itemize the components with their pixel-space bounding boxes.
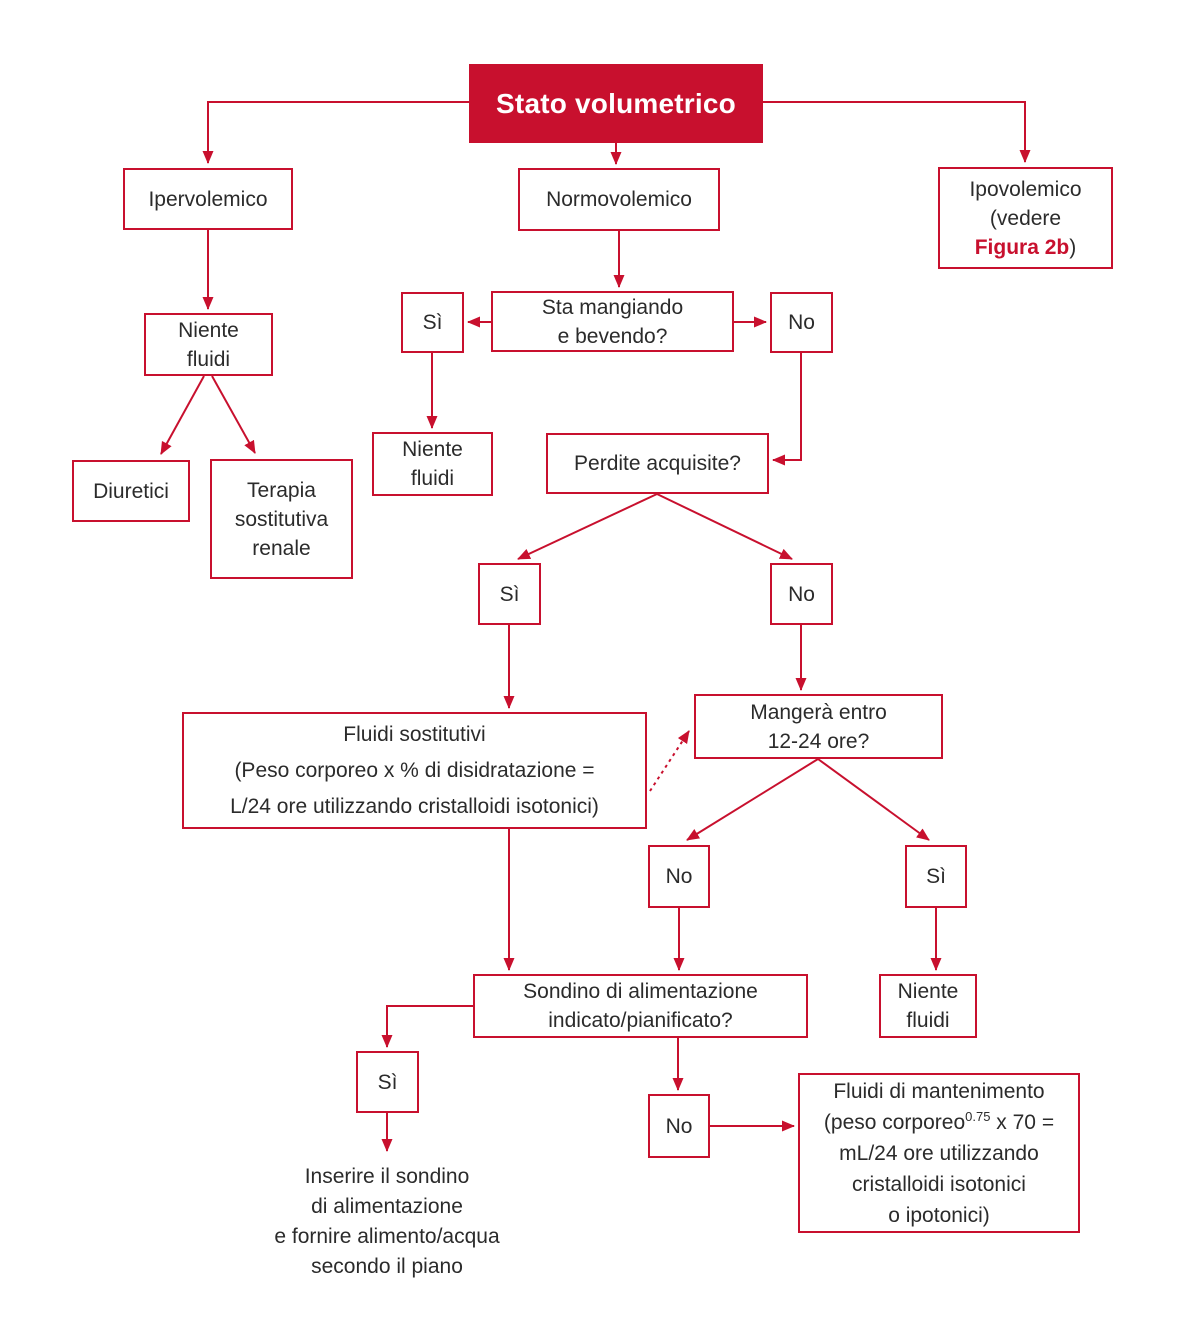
figure-2b-link[interactable]: Figura 2b — [974, 235, 1070, 259]
connector-mangera-to-no — [686, 758, 819, 841]
node-ipovolemico: Ipovolemico (vedere Figura 2b) — [938, 167, 1113, 269]
node-diuretici: Diuretici — [72, 460, 190, 522]
connector-perdite-to-no — [656, 493, 793, 560]
node-perdite-acquisite: Perdite acquisite? — [546, 433, 769, 494]
node-no-perdite: No — [770, 563, 833, 625]
node-niente-fluidi-2: Niente fluidi — [372, 432, 493, 496]
node-si-sondino: Sì — [356, 1051, 419, 1113]
connector-header-to-ipovolemico — [763, 101, 1031, 163]
connector-niente-fluidi-to-terapia — [211, 375, 256, 454]
node-fluidi-mantenimento: Fluidi di mantenimento (peso corporeo0.7… — [798, 1073, 1080, 1233]
connector-perdite-to-si — [517, 493, 658, 560]
node-fluidi-sostitutivi: Fluidi sostitutivi (Peso corporeo x % di… — [182, 712, 647, 829]
node-stato-volumetrico: Stato volumetrico — [469, 64, 763, 143]
node-niente-fluidi-3: Niente fluidi — [879, 974, 977, 1038]
note-inserire-sondino: Inserire il sondino di alimentazione e f… — [274, 1165, 500, 1278]
node-sta-mangiando: Sta mangiando e bevendo? — [491, 291, 734, 352]
node-ipervolemico: Ipervolemico — [123, 168, 293, 230]
fluidi-mantenimento-prefix: Fluidi di mantenimento (peso corporeo — [823, 1079, 1045, 1134]
node-si-mangiando: Sì — [401, 292, 464, 353]
connector-header-to-ipervolemico — [202, 101, 469, 164]
fluidi-mantenimento-suffix: x 70 = mL/24 ore utilizzando cristalloid… — [839, 1110, 1055, 1227]
fluidi-mantenimento-text: Fluidi di mantenimento (peso corporeo0.7… — [824, 1076, 1054, 1231]
node-no-sondino: No — [648, 1094, 710, 1158]
node-normovolemico: Normovolemico — [518, 168, 720, 231]
node-no-mangera: No — [648, 845, 710, 908]
node-niente-fluidi-1: Niente fluidi — [144, 313, 273, 376]
fluidi-mantenimento-exponent: 0.75 — [965, 1108, 991, 1124]
ipovolemico-suffix: ) — [1069, 235, 1077, 259]
connector-mangera-to-si — [817, 758, 930, 841]
node-mangera-entro: Mangerà entro 12-24 ore? — [694, 694, 943, 759]
node-terapia-sostitutiva-renale: Terapia sostitutiva renale — [210, 459, 353, 579]
connector-niente-fluidi-to-diuretici — [160, 375, 205, 455]
ipovolemico-text: Ipovolemico (vedere Figura 2b) — [969, 175, 1081, 262]
connector-no-to-perdite — [772, 353, 802, 466]
connector-fluidi-sostitutivi-to-mangera-dotted — [649, 730, 690, 792]
connector-sondino-to-si — [381, 1005, 473, 1048]
node-no-mangiando: No — [770, 292, 833, 353]
node-sondino-alimentazione: Sondino di alimentazione indicato/pianif… — [473, 974, 808, 1038]
node-si-perdite: Sì — [478, 563, 541, 625]
node-si-mangera: Sì — [905, 845, 967, 908]
ipovolemico-line1: Ipovolemico (vedere — [969, 177, 1082, 230]
